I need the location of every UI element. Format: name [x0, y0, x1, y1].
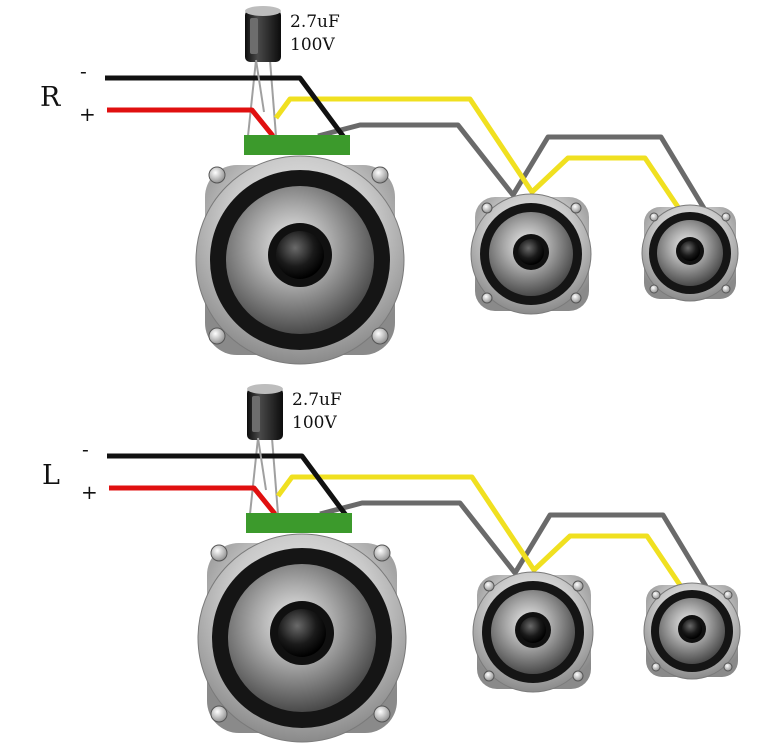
capacitor-capacitance-label: 2.7uF [292, 390, 342, 410]
terminal-board [244, 135, 350, 155]
tweeter-feed-wire [273, 96, 685, 215]
electrolytic-capacitor-icon [247, 384, 283, 515]
tweeter-feed-wire [275, 474, 687, 593]
channel-left: 2.7uF 100V L - + [42, 384, 741, 743]
negative-terminal-label: - [82, 437, 89, 461]
return-wire [317, 122, 708, 212]
return-wire [319, 500, 710, 590]
channel-right: 2.7uF 100V R - + [40, 6, 739, 365]
negative-wire [107, 453, 351, 520]
capacitor-voltage-label: 100V [290, 35, 335, 55]
electrolytic-capacitor-icon [245, 6, 281, 137]
mid-speaker-icon [470, 193, 592, 315]
small-speaker-icon [643, 582, 741, 680]
terminal-board [246, 513, 352, 533]
channel-label: L [42, 460, 60, 491]
positive-terminal-label: + [79, 102, 96, 126]
negative-terminal-label: - [80, 59, 87, 83]
positive-terminal-label: + [81, 480, 98, 504]
channel-label: R [40, 82, 61, 113]
mid-speaker-icon [472, 571, 594, 693]
negative-wire [105, 75, 349, 142]
woofer-speaker-icon [195, 155, 405, 365]
positive-wire [107, 107, 275, 138]
capacitor-capacitance-label: 2.7uF [290, 12, 340, 32]
positive-wire [109, 485, 277, 516]
woofer-speaker-icon [197, 533, 407, 743]
capacitor-voltage-label: 100V [292, 413, 337, 433]
small-speaker-icon [641, 204, 739, 302]
